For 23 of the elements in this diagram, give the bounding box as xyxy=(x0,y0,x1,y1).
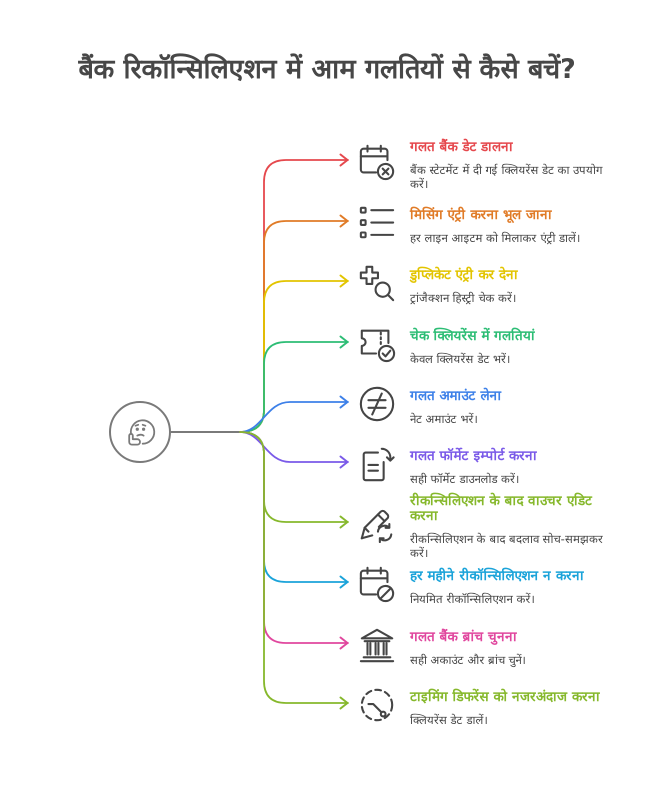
arrow xyxy=(239,431,349,710)
item-description: सही फॉर्मेट डाउनलोड करें। xyxy=(410,472,520,486)
item-description: नियमित रीकॉन्सिलिएशन करें। xyxy=(410,592,536,606)
item-description: हर लाइन आइटम को मिलाकर एंट्री डालें। xyxy=(410,230,581,244)
item-heading: गलत अमाउंट लेना xyxy=(410,388,502,404)
item-heading: डुप्लिकेट एंट्री कर देना xyxy=(410,268,520,282)
item-description: रीकन्सिलिएशन के बाद बदलाव सोच-समझकर करें। xyxy=(410,532,604,560)
item-heading: हर महीने रीकॉन्सिलिएशन न करना xyxy=(410,568,585,584)
item-description: नेट अमाउंट भरें। xyxy=(410,412,478,426)
item-heading: गलत बैंक ब्रांच चुनना xyxy=(410,630,518,644)
item-heading: रीकन्सिलिएशन के बाद वाउचर एडिट करना xyxy=(410,494,594,524)
item-description: सही अकाउंट और ब्रांच चुनें। xyxy=(410,652,527,666)
item-heading: गलत बैंक डेट डालना xyxy=(410,140,514,154)
item-heading: टाइमिंग डिफरेंस को नजरअंदाज करना xyxy=(410,690,601,704)
title: बैंक रिकॉन्सिलिएशन में आम गलतियों से कैसे बचें? xyxy=(77,52,577,87)
item-heading: गलत फॉर्मेट इम्पोर्ट करना xyxy=(410,448,538,464)
item-description: केवल क्लियरेंस डेट भरें। xyxy=(410,352,511,366)
item-description: बैंक स्टेटमेंट में दी गई क्लियरेंस डेट का उपयोग करें। xyxy=(410,162,604,190)
item-heading: मिसिंग एंट्री करना भूल जाना xyxy=(410,208,553,222)
connector-trunk xyxy=(171,431,240,433)
item-description: क्लियरेंस डेट डालें। xyxy=(410,712,488,726)
item-description: ट्रांजैक्शन हिस्ट्री चेक करें। xyxy=(410,290,517,304)
item-heading: चेक क्लियरेंस में गलतियां xyxy=(410,328,536,344)
